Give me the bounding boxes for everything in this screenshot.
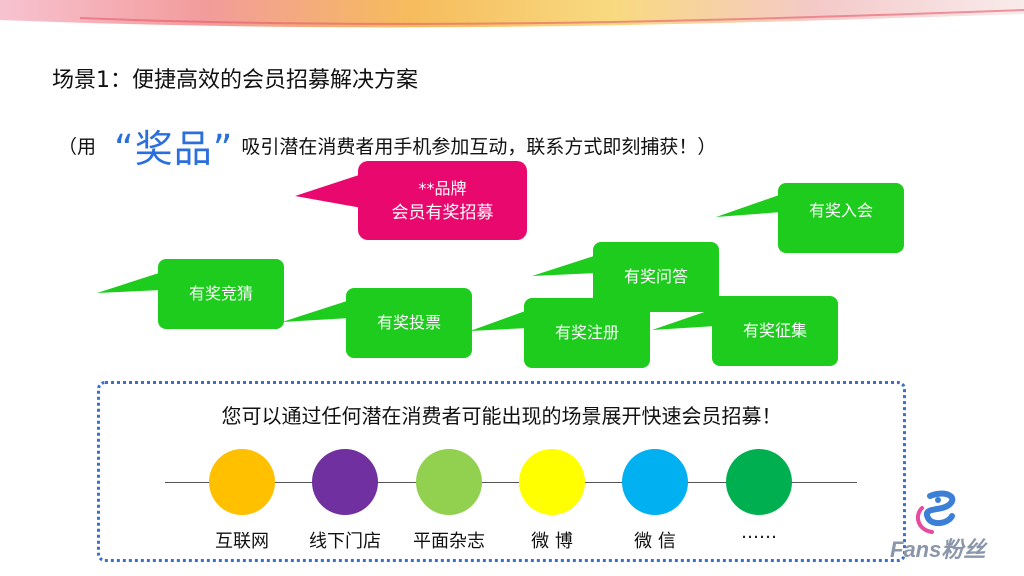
- channels-heading: 您可以通过任何潜在消费者可能出现的场景展开快速会员招募！: [221, 404, 782, 428]
- channels-connector-line: [165, 482, 857, 483]
- internet-circle: [209, 449, 275, 515]
- guess-bubble-shape: [97, 259, 284, 329]
- register-bubble-text: 有奖注册: [554, 323, 619, 342]
- slide-subtitle: （用 “奖品” 吸引潜在消费者用手机参加互动，联系方式即刻捕获！）: [58, 118, 717, 171]
- quiz-bubble-text: 有奖问答: [623, 267, 688, 286]
- top-decorative-swoosh: [0, 0, 1024, 28]
- register-bubble-shape: [470, 298, 650, 368]
- vote-bubble-text: 有奖投票: [376, 313, 441, 332]
- weibo-label: 微 博: [531, 531, 573, 552]
- more-circle: [726, 449, 792, 515]
- brand-bubble: **品牌 会员有奖招募: [358, 177, 527, 225]
- brand-bubble-line1: **品牌: [418, 179, 467, 198]
- wechat-label: 微 信: [634, 531, 676, 552]
- channels-box: [97, 381, 906, 562]
- join-bubble-shape: [716, 183, 904, 253]
- vote-bubble-shape: [282, 288, 472, 358]
- print-magazine-circle: [416, 449, 482, 515]
- brand-bubble-shape: [295, 161, 527, 240]
- more-label: ……: [741, 522, 777, 543]
- slide-title: 场景1：便捷高效的会员招募解决方案: [52, 68, 418, 93]
- fans-logo-text: Fans粉丝: [890, 537, 986, 562]
- print-magazine-label: 平面杂志: [413, 531, 485, 552]
- wechat-circle: [622, 449, 688, 515]
- subtitle-prefix: （用: [58, 136, 97, 158]
- subtitle-highlight: “奖品”: [114, 127, 234, 171]
- weibo-circle: [519, 449, 585, 515]
- internet-label: 互联网: [215, 531, 269, 552]
- offline-store-label: 线下门店: [309, 531, 381, 552]
- brand-bubble-line2: 会员有奖招募: [391, 203, 494, 223]
- quiz-bubble-shape: [532, 242, 719, 312]
- offline-store-circle: [312, 449, 378, 515]
- subtitle-rest: 吸引潜在消费者用手机参加互动，联系方式即刻捕获！）: [241, 136, 717, 158]
- fans-swirl-logo-icon: [915, 490, 956, 534]
- guess-bubble-text: 有奖竞猜: [188, 284, 253, 303]
- join-bubble-text: 有奖入会: [808, 201, 873, 220]
- fans-logo: Fans粉丝: [878, 490, 1008, 570]
- collect-bubble-text: 有奖征集: [742, 321, 807, 340]
- collect-bubble-shape: [652, 296, 838, 366]
